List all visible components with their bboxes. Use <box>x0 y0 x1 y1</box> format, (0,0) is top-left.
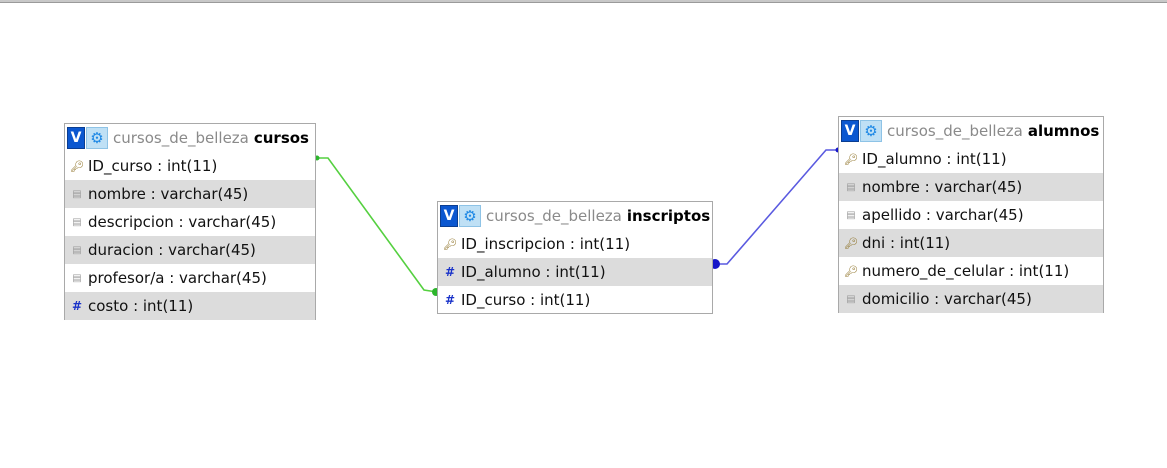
top-border <box>0 0 1167 3</box>
gear-icon[interactable]: ⚙ <box>459 205 481 227</box>
field-label: numero_de_celular : int(11) <box>862 262 1070 280</box>
field-row[interactable]: ▤ nombre : varchar(45) <box>65 180 315 208</box>
table-header[interactable]: V ⚙ cursos_de_belleza alumnos <box>839 117 1103 145</box>
field-row[interactable]: 🔑︎ ID_alumno : int(11) <box>839 145 1103 173</box>
field-label: ID_curso : int(11) <box>88 157 218 175</box>
field-label: duracion : varchar(45) <box>88 241 256 259</box>
database-name: cursos_de_belleza <box>113 129 249 147</box>
table-name: cursos <box>253 129 309 147</box>
field-row[interactable]: 🔑︎ dni : int(11) <box>839 229 1103 257</box>
toggle-button[interactable]: V <box>841 120 859 142</box>
table-cursos[interactable]: V ⚙ cursos_de_belleza cursos 🔑︎ ID_curso … <box>64 123 316 320</box>
field-row[interactable]: 🔑︎ numero_de_celular : int(11) <box>839 257 1103 285</box>
toggle-button[interactable]: V <box>67 127 85 149</box>
field-row[interactable]: ▤ domicilio : varchar(45) <box>839 285 1103 313</box>
table-inscriptos[interactable]: V ⚙ cursos_de_belleza inscriptos 🔑︎ ID_in… <box>437 201 713 314</box>
key-icon: 🔑︎ <box>443 237 457 251</box>
relation-line-alumno[interactable] <box>713 149 839 265</box>
column-icon: ▤ <box>846 209 856 221</box>
field-label: costo : int(11) <box>88 297 194 315</box>
table-name: inscriptos <box>626 207 711 225</box>
column-icon: ▤ <box>846 293 856 305</box>
field-label: nombre : varchar(45) <box>862 178 1023 196</box>
column-icon: ▤ <box>72 188 82 200</box>
field-row[interactable]: # ID_alumno : int(11) <box>438 258 712 286</box>
numeric-icon: # <box>444 265 456 279</box>
column-icon: ▤ <box>72 272 82 284</box>
field-row[interactable]: ▤ nombre : varchar(45) <box>839 173 1103 201</box>
column-icon: ▤ <box>72 244 82 256</box>
field-label: dni : int(11) <box>862 234 951 252</box>
field-label: ID_inscripcion : int(11) <box>461 235 631 253</box>
table-alumnos[interactable]: V ⚙ cursos_de_belleza alumnos 🔑︎ ID_alumn… <box>838 116 1104 313</box>
table-name: alumnos <box>1027 122 1100 140</box>
field-label: ID_alumno : int(11) <box>862 150 1007 168</box>
key-icon: 🔑︎ <box>844 264 858 278</box>
table-header[interactable]: V ⚙ cursos_de_belleza cursos <box>65 124 315 152</box>
toggle-button[interactable]: V <box>440 205 458 227</box>
numeric-icon: # <box>444 293 456 307</box>
column-icon: ▤ <box>72 216 82 228</box>
key-icon: 🔑︎ <box>844 236 858 250</box>
field-label: descripcion : varchar(45) <box>88 213 277 231</box>
relation-line-curso[interactable] <box>316 157 438 293</box>
field-label: ID_alumno : int(11) <box>461 263 606 281</box>
field-row[interactable]: ▤ profesor/a : varchar(45) <box>65 264 315 292</box>
field-row[interactable]: ▤ descripcion : varchar(45) <box>65 208 315 236</box>
field-label: domicilio : varchar(45) <box>862 290 1032 308</box>
column-icon: ▤ <box>846 181 856 193</box>
table-header[interactable]: V ⚙ cursos_de_belleza inscriptos <box>438 202 712 230</box>
gear-icon[interactable]: ⚙ <box>860 120 882 142</box>
field-label: apellido : varchar(45) <box>862 206 1024 224</box>
field-row[interactable]: 🔑︎ ID_inscripcion : int(11) <box>438 230 712 258</box>
field-row[interactable]: # costo : int(11) <box>65 292 315 320</box>
field-row[interactable]: ▤ apellido : varchar(45) <box>839 201 1103 229</box>
gear-icon[interactable]: ⚙ <box>86 127 108 149</box>
numeric-icon: # <box>71 299 83 313</box>
field-row[interactable]: # ID_curso : int(11) <box>438 286 712 314</box>
database-name: cursos_de_belleza <box>887 122 1023 140</box>
key-icon: 🔑︎ <box>70 159 84 173</box>
key-icon: 🔑︎ <box>844 152 858 166</box>
field-row[interactable]: 🔑︎ ID_curso : int(11) <box>65 152 315 180</box>
database-name: cursos_de_belleza <box>486 207 622 225</box>
field-label: nombre : varchar(45) <box>88 185 249 203</box>
field-label: ID_curso : int(11) <box>461 291 591 309</box>
field-label: profesor/a : varchar(45) <box>88 269 267 287</box>
field-row[interactable]: ▤ duracion : varchar(45) <box>65 236 315 264</box>
